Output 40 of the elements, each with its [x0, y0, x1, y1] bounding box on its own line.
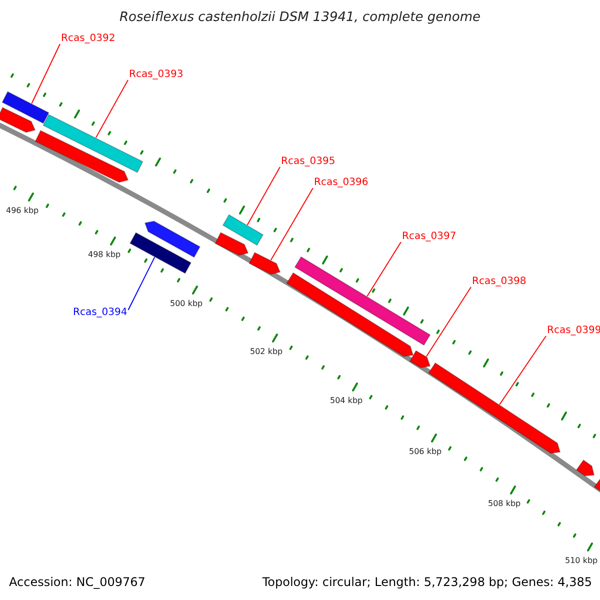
- scale-label: 510 kbp: [565, 557, 598, 565]
- gene-block: [144, 220, 201, 258]
- leader-line: [499, 336, 546, 406]
- leader-line: [246, 166, 280, 226]
- gene-block: [594, 476, 600, 494]
- gene-block: [129, 232, 192, 274]
- scale-label: 502 kbp: [250, 348, 283, 356]
- gene-label: Rcas_0395: [281, 157, 336, 167]
- leader-line: [426, 286, 472, 357]
- diagram-title: Roseiflexus castenholzii DSM 13941, complete genome: [118, 11, 482, 24]
- scale-label: 504 kbp: [330, 397, 363, 405]
- gene-block: [248, 252, 281, 275]
- scale-label: 506 kbp: [409, 448, 442, 456]
- leader-line: [31, 44, 60, 104]
- gene-label: Rcas_0394: [73, 308, 128, 318]
- gene-label: Rcas_0397: [402, 232, 456, 242]
- gene-block: [42, 114, 144, 174]
- footer-text: Accession: NC_009767: [9, 576, 146, 588]
- gene-block: [428, 362, 561, 454]
- scale-label: 508 kbp: [488, 500, 521, 508]
- gene-block: [0, 106, 36, 133]
- scale-label: 498 kbp: [88, 251, 121, 259]
- scale-label: 500 kbp: [170, 300, 203, 308]
- gene-label: Rcas_0398: [472, 277, 526, 287]
- leader-line: [128, 256, 156, 310]
- scale-label: 496 kbp: [6, 207, 39, 215]
- gene-block: [34, 130, 129, 183]
- gene-block: [222, 214, 264, 246]
- gene-block: [294, 256, 431, 346]
- gene-block: [286, 272, 414, 357]
- gene-label: Rcas_0396: [314, 178, 368, 188]
- gene-block: [214, 232, 249, 256]
- gene-block: [576, 459, 595, 476]
- footer-text: Topology: circular; Length: 5,723,298 bp; Genes: 4,385: [262, 576, 592, 588]
- gene-label: Rcas_0393: [129, 70, 184, 80]
- gene-block: [2, 91, 50, 124]
- gene-block: [409, 350, 431, 368]
- leader-line: [270, 188, 314, 261]
- leader-line: [366, 242, 402, 297]
- gene-label: Rcas_0392: [61, 34, 116, 44]
